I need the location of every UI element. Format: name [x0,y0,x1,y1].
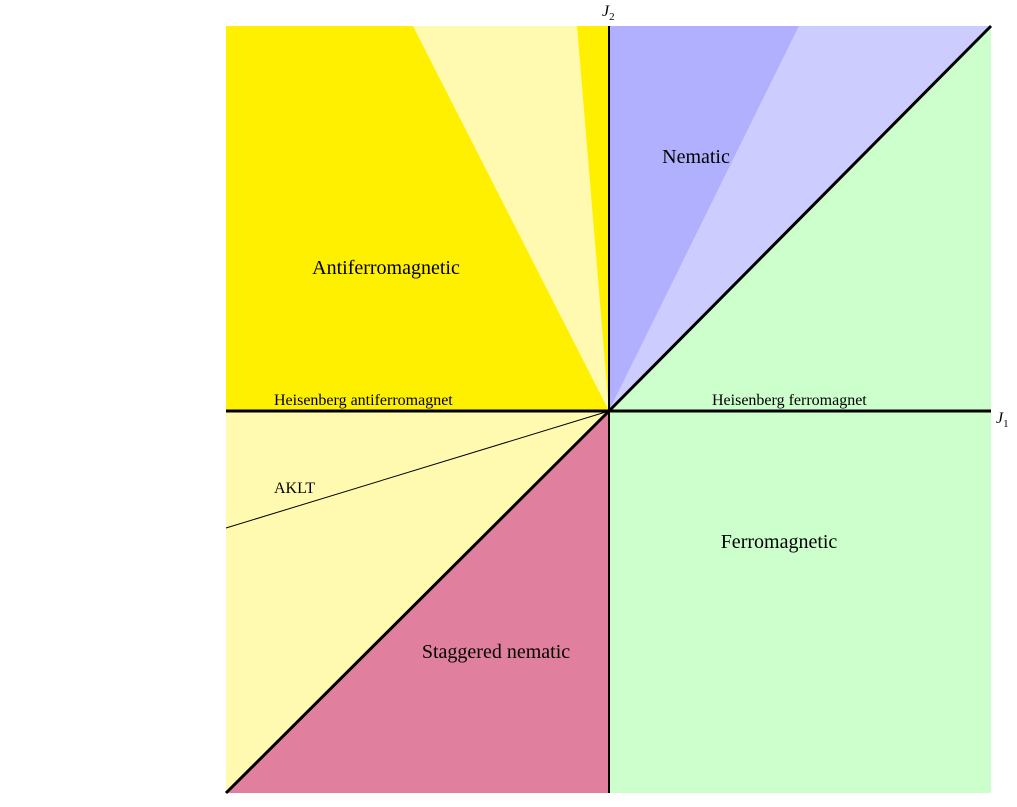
aklt-label: AKLT [274,480,315,497]
ferromagnetic-region [609,411,991,793]
heisenberg-antiferromagnet-label: Heisenberg antiferromagnet [274,392,453,409]
aklt-line [225,410,610,529]
ferromagnetic-label: Ferromagnetic [721,531,838,553]
nematic-region [609,26,799,411]
ferro-nematic-boundary [607,24,993,413]
heisenberg-ferromagnet-label: Heisenberg ferromagnet [712,392,867,409]
j1-axis-label: J1 [996,410,1009,430]
antiferromagnetic-label: Antiferromagnetic [312,257,460,279]
staggered-nematic-boundary [224,409,611,795]
staggered-nematic-label: Staggered nematic [422,641,570,663]
j2-axis-label: J2 [602,3,615,23]
nematic-label: Nematic [662,146,730,168]
light-yellow-wedge-upper [413,26,609,411]
